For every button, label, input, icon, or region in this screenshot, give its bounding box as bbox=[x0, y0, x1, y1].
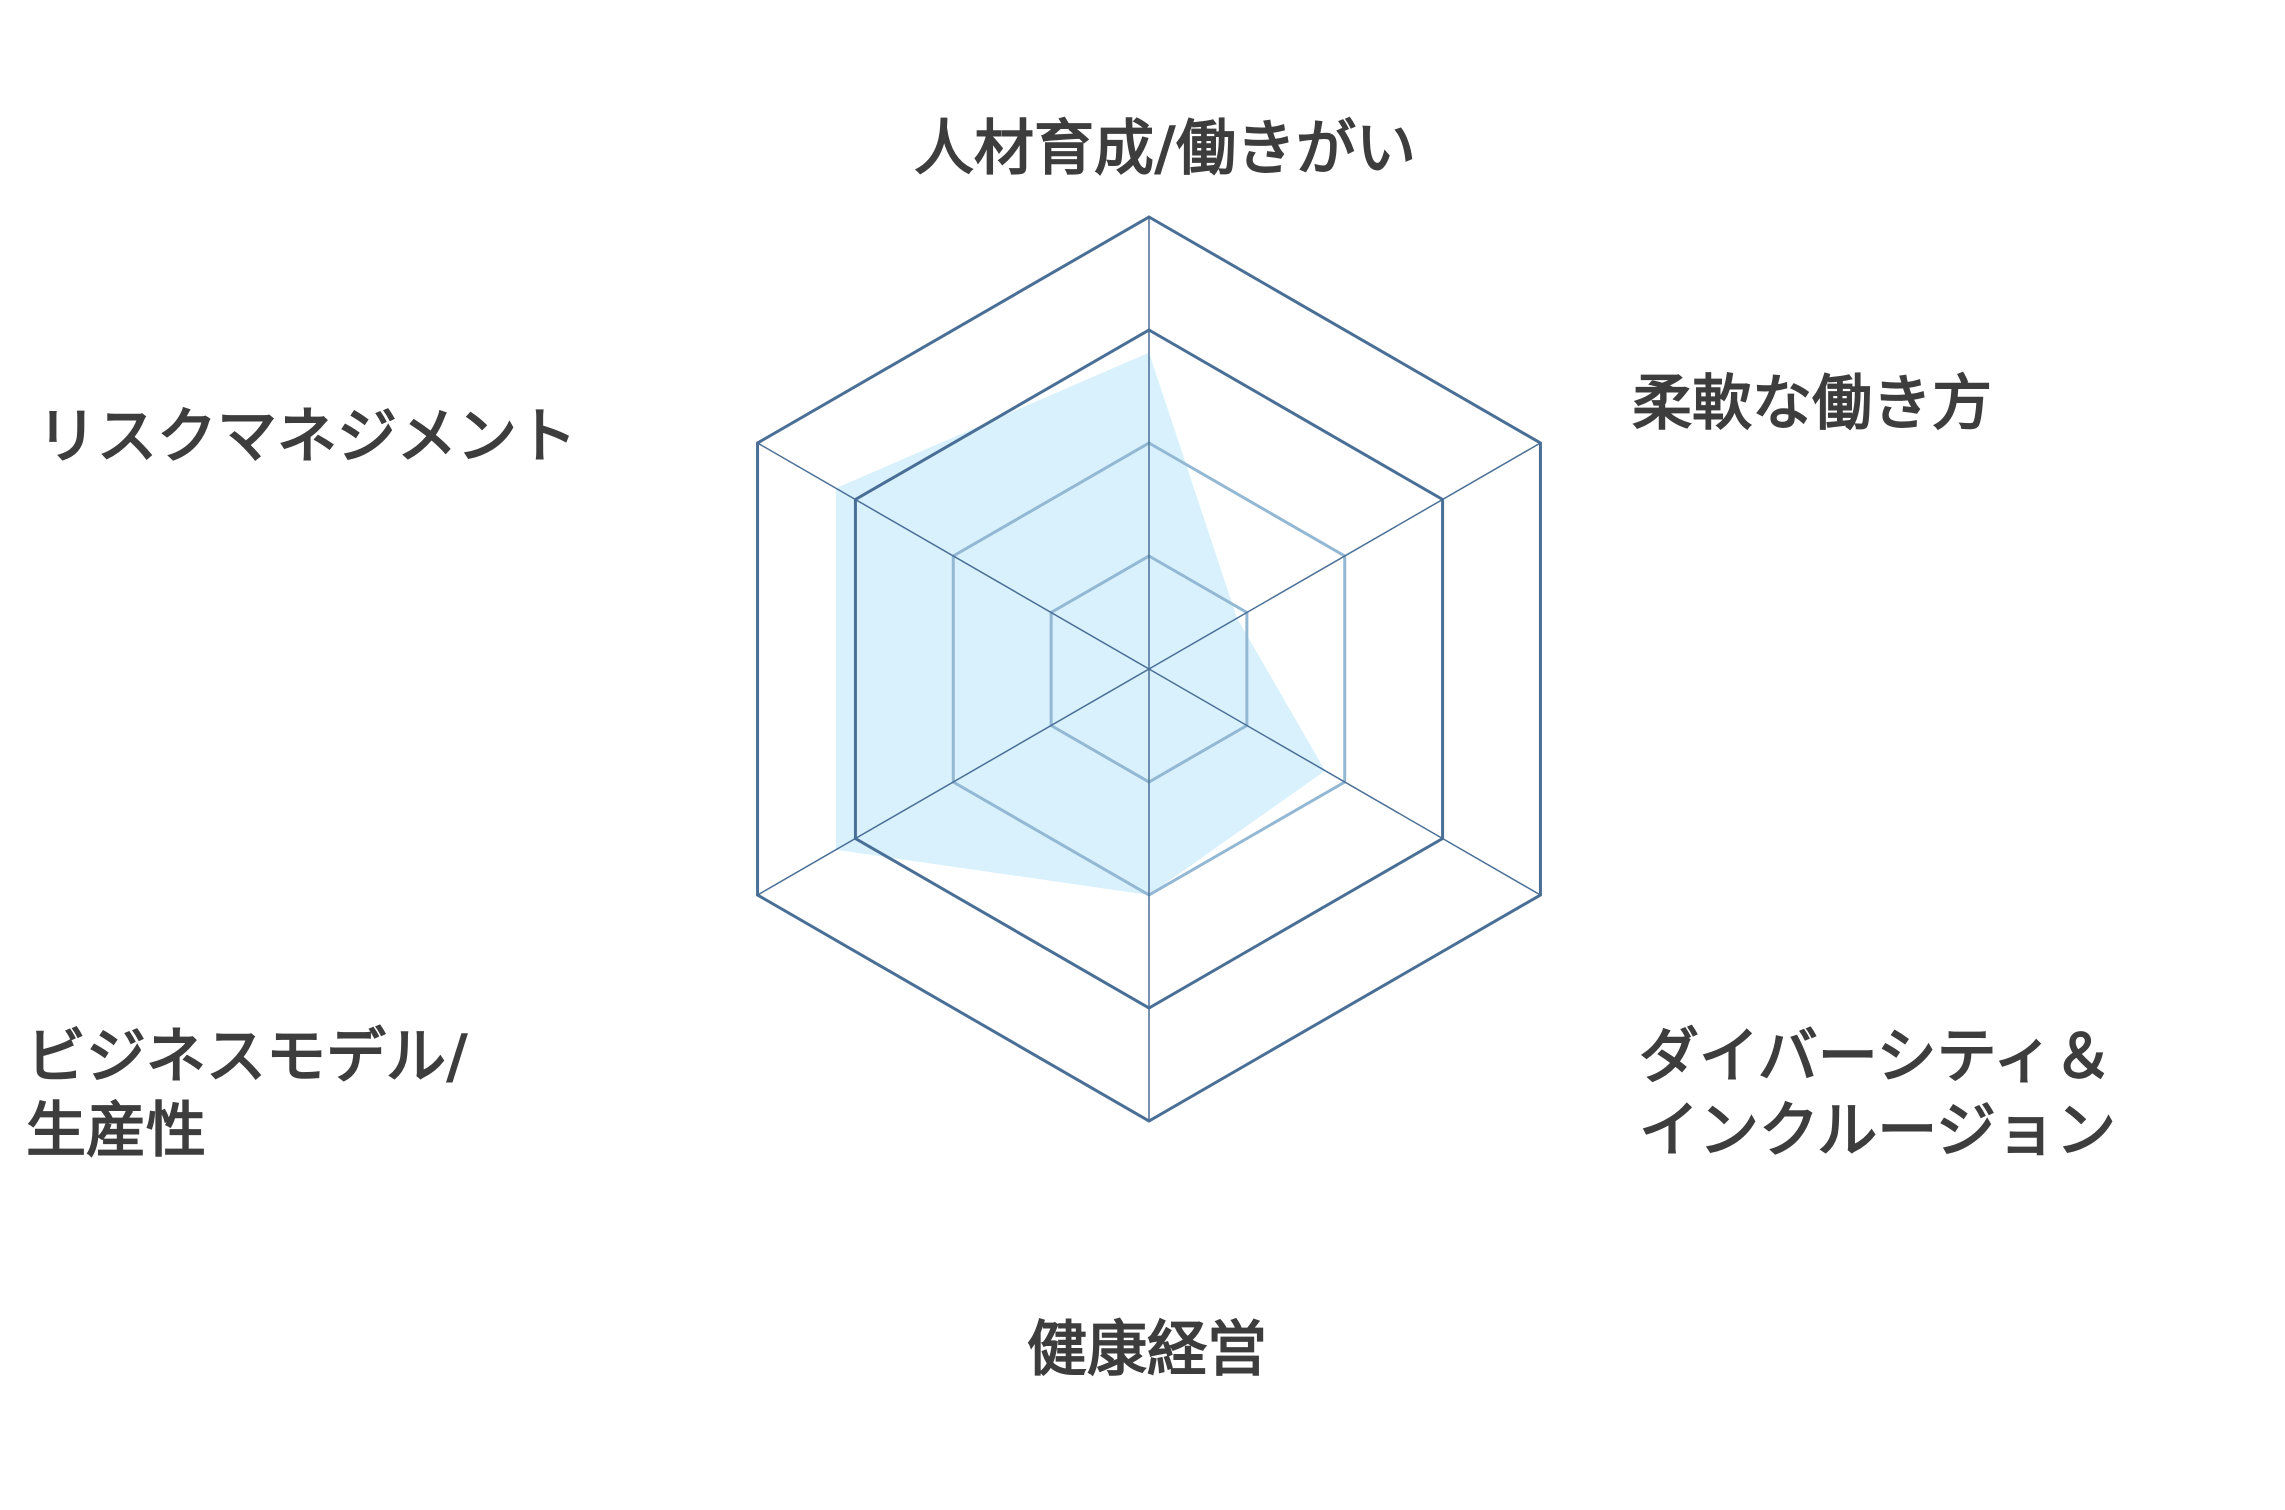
axis-label-3: 健康経営 bbox=[1027, 1315, 1267, 1385]
axis-label-4: ビジネスモデル/生産性 bbox=[26, 1022, 468, 1166]
axis-label-0: 人材育成/働きがい bbox=[914, 114, 1416, 184]
axis-line-5 bbox=[757, 442, 1150, 670]
series-area-0 bbox=[835, 352, 1326, 896]
axis-label-2: ダイバーシティ＆インクルージョン bbox=[1639, 1022, 2116, 1166]
axis-line-4 bbox=[757, 668, 1150, 896]
axis-label-5: リスクマネジメント bbox=[37, 402, 577, 472]
axis-label-1: 柔軟な働き方 bbox=[1632, 369, 1992, 439]
axis-line-1 bbox=[1148, 442, 1541, 670]
axis-line-2 bbox=[1148, 668, 1541, 896]
